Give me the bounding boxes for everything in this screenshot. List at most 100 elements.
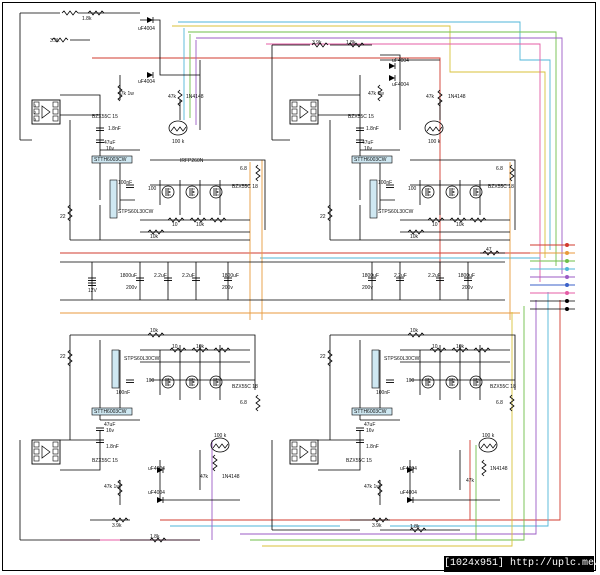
label-c2v: 16v: [364, 146, 373, 152]
label-c3: 100nF: [116, 390, 130, 396]
label-r47k: 47k 1w: [364, 484, 380, 490]
label-d1: uF4004: [400, 466, 417, 472]
label-diode-side: STPS60L30CW: [124, 356, 160, 362]
label-c2v: 16v: [366, 428, 375, 434]
label-cap-r1: 1800uF: [362, 273, 379, 279]
label-cap-r4: 1800uF: [458, 273, 475, 279]
label-d3: 1N4148: [448, 94, 466, 100]
label-d3: 1N4148: [490, 466, 508, 472]
label-r47k: 47k 1w: [104, 484, 120, 490]
label-r-top: 3.9k: [112, 523, 122, 529]
label-c2: 47uF: [104, 422, 115, 428]
quadrant-bottom-left: 10k 10 10k 22 STPS60L30CW 100 100nF BZX5…: [19, 328, 261, 543]
label-r68: 6.8: [496, 400, 503, 406]
label-r100: 100: [408, 186, 417, 192]
label-r10: 10: [432, 222, 438, 228]
label-cap-l1: 1800uF: [120, 273, 137, 279]
label-r47k: 47k 1w: [118, 91, 134, 97]
label-r-top: 3.9k: [372, 523, 382, 529]
label-r-top2: 1.8k: [410, 524, 420, 530]
label-r68: 6.8: [240, 400, 247, 406]
label-diode-top: STTH6003CW: [354, 409, 387, 415]
label-r10k2: 10k: [456, 222, 465, 228]
label-r22: 22: [320, 214, 326, 220]
label-r100: 100: [406, 378, 415, 384]
label-cap-r4v: 200v: [462, 285, 473, 291]
label-r10k2: 10k: [196, 344, 205, 350]
label-r22: 22: [60, 354, 66, 360]
label-r10k: 10k: [410, 234, 419, 240]
label-r10k2: 10k: [456, 344, 465, 350]
label-r-top2: 1.8k: [346, 40, 356, 46]
label-zener1: BZX55C 15: [92, 114, 118, 120]
label-r10: 10: [172, 344, 178, 350]
label-r10k: 10k: [150, 328, 159, 334]
middle-bus: 12V 1800uF 200v 2.2uF 2.2uF 1800uF 200v …: [60, 247, 505, 301]
label-c2v: 16v: [106, 428, 115, 434]
quadrant-top-left: 1.8k 3.9k uF4004 uF4004 47k 1w 47k 1N414…: [19, 10, 266, 241]
label-c1: 1.8nF: [106, 444, 119, 450]
quadrant-bottom-right: 10k 10 10k 22 STPS60L30CW 100 100nF BZX5…: [271, 328, 516, 533]
label-cap-r1v: 200v: [362, 285, 373, 291]
label-therm: 100 k: [428, 139, 441, 145]
label-diode-top: STTH6003CW: [94, 409, 127, 415]
label-c2v: 16v: [106, 146, 115, 152]
label-diode-top: STTH6003CW: [354, 157, 387, 163]
image-size-footer: [1024x951] http://uplc.me/: [444, 556, 600, 572]
label-cap-l3: 2.2uF: [182, 273, 195, 279]
label-r-top: 3.9k: [312, 40, 322, 46]
label-r47k2: 47k: [426, 94, 435, 100]
label-r22: 22: [60, 214, 66, 220]
label-r-top2: 1.8k: [82, 16, 92, 22]
svg-text:2: 2: [34, 110, 37, 115]
label-zener1: BZX55C 15: [92, 458, 118, 464]
svg-text:3: 3: [34, 117, 37, 122]
label-r100: 100: [146, 378, 155, 384]
svg-text:1: 1: [34, 103, 37, 108]
label-r47k2: 47k: [200, 474, 209, 480]
label-cap-l1v: 200v: [126, 285, 137, 291]
label-c2: 47uF: [364, 422, 375, 428]
label-d1: uF4004: [138, 26, 155, 32]
label-c1: 1.8nF: [366, 444, 379, 450]
label-r-top2: 1.8k: [150, 534, 160, 540]
connector-pins: [530, 243, 575, 311]
label-diode-side: STPS60L30CW: [118, 209, 154, 215]
label-r10: 10: [432, 344, 438, 350]
label-r10k: 10k: [410, 328, 419, 334]
label-zener1: BZX55C 15: [348, 114, 374, 120]
label-r10k: 10k: [150, 234, 159, 240]
label-c1: 1.8nF: [366, 126, 379, 132]
label-r47k2: 47k: [168, 94, 177, 100]
label-d1: uF4004: [148, 466, 165, 472]
label-c3: 100nF: [118, 180, 132, 186]
label-d2: uF4004: [392, 82, 409, 88]
label-zener2: BZX55C 18: [232, 384, 258, 390]
label-r10k2: 10k: [196, 222, 205, 228]
label-cap-l4: 1800uF: [222, 273, 239, 279]
label-r100: 100: [148, 186, 157, 192]
label-cap-l2: 2.2uF: [154, 273, 167, 279]
label-therm: 100 k: [214, 433, 227, 439]
label-zener2: BZX55C 18: [232, 184, 258, 190]
label-c1: 1.8nF: [108, 126, 121, 132]
label-d2: uF4004: [138, 79, 155, 85]
label-diode-top: STTH6003CW: [94, 157, 127, 163]
label-cap-r2: 2.2uF: [394, 273, 407, 279]
schematic-frame: [2, 2, 596, 571]
label-d1: uF4004: [392, 58, 409, 64]
label-r68: 6.8: [496, 166, 503, 172]
label-d3: 1N4148: [186, 94, 204, 100]
label-d3: 1N4148: [222, 474, 240, 480]
label-cap-r3: 2.2uF: [428, 273, 441, 279]
label-zener2: BZX55C 18: [488, 184, 514, 190]
label-r47k: 47k 1w: [368, 91, 384, 97]
label-cap-l4v: 200v: [222, 285, 233, 291]
label-therm: 100 k: [482, 433, 495, 439]
label-therm: 100 k: [172, 139, 185, 145]
label-c2: 47uF: [362, 140, 373, 146]
label-c3: 100nF: [378, 180, 392, 186]
label-r-top: 3.9k: [50, 38, 60, 44]
label-c3: 100nF: [376, 390, 390, 396]
